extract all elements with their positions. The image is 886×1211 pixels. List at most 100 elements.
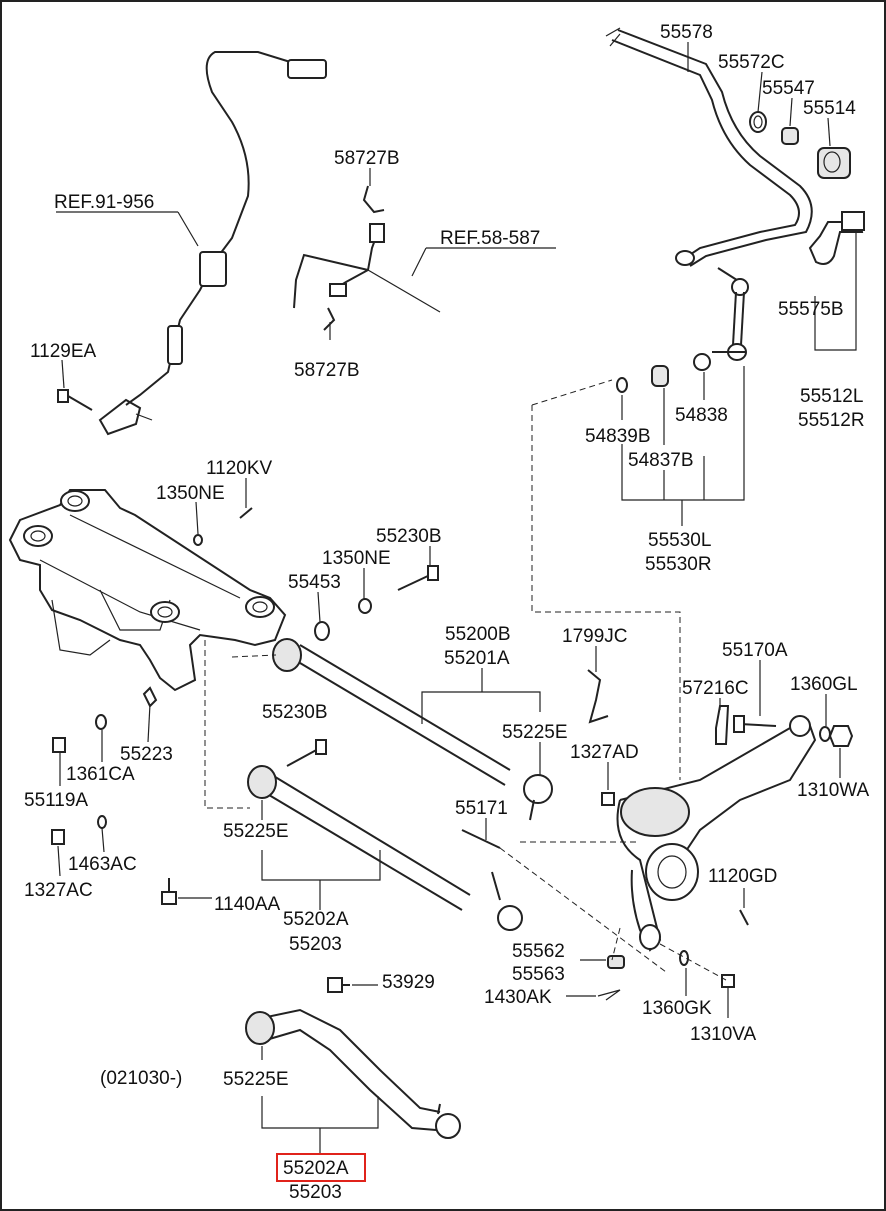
label-55530l[interactable]: 55530L: [648, 530, 711, 551]
label-ref-58-587[interactable]: REF.58-587: [440, 228, 540, 249]
label-58727b-bottom[interactable]: 58727B: [294, 360, 360, 381]
bolt-55230b-b[interactable]: [286, 739, 327, 767]
label-55563[interactable]: 55563: [512, 964, 565, 985]
label-57216c[interactable]: 57216C: [682, 678, 749, 699]
arm-55202a-middle[interactable]: [247, 765, 523, 931]
label-55230b-a[interactable]: 55230B: [376, 526, 442, 547]
label-55453[interactable]: 55453: [288, 572, 341, 593]
washer-1360gk[interactable]: [679, 950, 689, 966]
abs-sensor-cable[interactable]: [98, 51, 327, 436]
nut-55119a[interactable]: [52, 737, 66, 753]
label-1120kv[interactable]: 1120KV: [206, 458, 273, 479]
label-53929[interactable]: 53929: [382, 972, 435, 993]
label-55225e-a[interactable]: 55225E: [502, 722, 568, 743]
crossmember[interactable]: [8, 489, 287, 692]
label-1360gl[interactable]: 1360GL: [790, 674, 858, 695]
nut-1327ad[interactable]: [601, 792, 615, 806]
bushing-55547[interactable]: [781, 127, 799, 145]
bolt-55230b-a[interactable]: [397, 565, 439, 591]
label-date-note: (021030-): [100, 1068, 182, 1089]
clip-58727b-top[interactable]: [362, 185, 385, 214]
bracket-57216c[interactable]: [715, 705, 730, 745]
label-55530r[interactable]: 55530R: [645, 554, 712, 575]
label-1350ne-b[interactable]: 1350NE: [322, 548, 391, 569]
stabilizer-link[interactable]: [712, 267, 749, 361]
washer-55453[interactable]: [314, 621, 330, 641]
label-ref-91-956[interactable]: REF.91-956: [54, 192, 154, 213]
nut-1361ca[interactable]: [95, 714, 107, 730]
nut-1350ne-a[interactable]: [193, 534, 203, 546]
nut-1310va[interactable]: [721, 974, 735, 988]
label-1430ak[interactable]: 1430AK: [484, 987, 552, 1008]
label-1327ac[interactable]: 1327AC: [24, 880, 93, 901]
label-1129ea[interactable]: 1129EA: [30, 341, 97, 362]
label-1310wa[interactable]: 1310WA: [797, 780, 869, 801]
bolt-55170a[interactable]: [733, 715, 777, 733]
label-55170a[interactable]: 55170A: [722, 640, 788, 661]
label-58727b-top[interactable]: 58727B: [334, 148, 400, 169]
nut-1327ac[interactable]: [51, 829, 65, 845]
label-55230b-b[interactable]: 55230B: [262, 702, 328, 723]
washer-54839b[interactable]: [616, 377, 628, 393]
label-55202a-highlighted[interactable]: 55202A: [283, 1158, 349, 1179]
bolt-1129ea[interactable]: [57, 389, 93, 411]
label-55562[interactable]: 55562: [512, 941, 565, 962]
label-55575b[interactable]: 55575B: [778, 299, 844, 320]
label-1350ne-a[interactable]: 1350NE: [156, 483, 225, 504]
washer-1360gl[interactable]: [819, 726, 831, 742]
lower-control-arm-55170a[interactable]: [619, 715, 817, 861]
label-55225e-c[interactable]: 55225E: [223, 1069, 289, 1090]
washer-54838[interactable]: [693, 353, 711, 371]
label-55512l[interactable]: 55512L: [800, 386, 863, 407]
label-55119a[interactable]: 55119A: [24, 790, 88, 811]
label-54839b[interactable]: 54839B: [585, 426, 651, 447]
knuckle-housing[interactable]: [616, 787, 699, 952]
bolt-1120kv[interactable]: [239, 507, 253, 519]
brake-hose[interactable]: [293, 223, 441, 313]
assembly-dash-lines: [204, 379, 727, 981]
label-1360gk[interactable]: 1360GK: [642, 998, 712, 1019]
bolt-53929[interactable]: [327, 977, 350, 993]
label-1140aa[interactable]: 1140AA: [214, 894, 281, 915]
label-1120gd[interactable]: 1120GD: [708, 866, 777, 887]
arm-55200b[interactable]: [272, 638, 553, 821]
label-55572c[interactable]: 55572C: [718, 52, 785, 73]
label-55225e-b[interactable]: 55225E: [223, 821, 289, 842]
pin-1430ak[interactable]: [597, 989, 621, 1001]
brake-bracket-1799jc[interactable]: [587, 669, 609, 724]
nut-1310wa[interactable]: [828, 725, 854, 747]
bolt-1120gd[interactable]: [739, 909, 749, 926]
bolt-55171[interactable]: [461, 829, 501, 849]
bracket-55575b[interactable]: [808, 211, 865, 265]
stabilizer-bar[interactable]: [605, 27, 813, 267]
label-55203-middle[interactable]: 55203: [289, 934, 342, 955]
bushing-55562[interactable]: [607, 955, 625, 969]
label-55171[interactable]: 55171: [455, 798, 508, 819]
arm-55202a-variant[interactable]: [245, 1008, 461, 1139]
label-55201a[interactable]: 55201A: [444, 648, 510, 669]
label-55223[interactable]: 55223: [120, 744, 173, 765]
bushing-55572c[interactable]: [749, 111, 767, 133]
label-55203-bottom[interactable]: 55203: [289, 1182, 342, 1203]
bushing-54837b[interactable]: [651, 365, 669, 387]
label-55200b[interactable]: 55200B: [445, 624, 511, 645]
label-55514[interactable]: 55514: [803, 98, 856, 119]
label-1361ca[interactable]: 1361CA: [66, 764, 135, 785]
label-1310va[interactable]: 1310VA: [690, 1024, 757, 1045]
label-1327ad[interactable]: 1327AD: [570, 742, 639, 763]
label-1463ac[interactable]: 1463AC: [68, 854, 137, 875]
label-54837b[interactable]: 54837B: [628, 450, 694, 471]
bushing-55514[interactable]: [817, 147, 851, 179]
label-55578[interactable]: 55578: [660, 22, 713, 43]
clip-58727b-bottom[interactable]: [323, 307, 336, 331]
nut-1350ne-b[interactable]: [358, 598, 372, 614]
label-55202a-middle[interactable]: 55202A: [283, 909, 349, 930]
label-55547[interactable]: 55547: [762, 78, 815, 99]
label-54838[interactable]: 54838: [675, 405, 728, 426]
nut-1463ac[interactable]: [97, 815, 107, 829]
label-55512r[interactable]: 55512R: [798, 410, 865, 431]
label-1799jc[interactable]: 1799JC: [562, 626, 628, 647]
bracket-55223[interactable]: [142, 686, 158, 708]
bolt-1140aa[interactable]: [161, 878, 177, 905]
